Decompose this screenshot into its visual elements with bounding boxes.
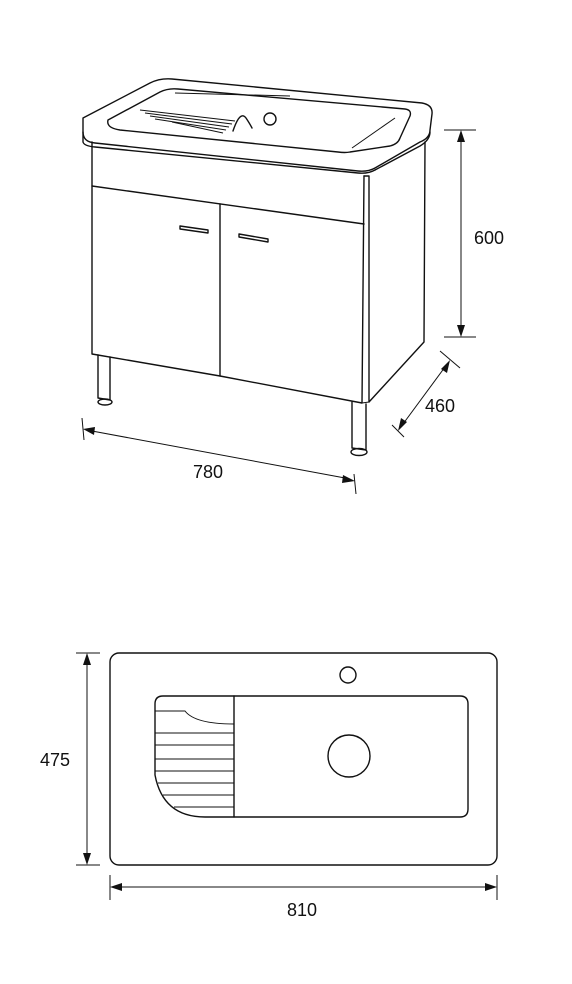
basin-width-label: 810 xyxy=(287,900,317,920)
drain-hole xyxy=(327,734,371,778)
basin-top-view-outline xyxy=(109,652,498,866)
dimension-basin-width: 810 xyxy=(109,875,498,920)
faucet-spout xyxy=(232,115,253,132)
basin-top-view: 475 810 xyxy=(40,652,498,920)
dimension-basin-depth: 475 xyxy=(40,652,100,866)
cabinet-leg-front-left xyxy=(97,354,113,406)
basin-top-outline xyxy=(82,78,433,172)
top-view-bowl xyxy=(154,695,469,818)
depth-label: 460 xyxy=(425,396,455,416)
cabinet-front xyxy=(91,141,365,404)
top-view-tap-hole xyxy=(339,666,357,684)
top-view-washboard-ribs xyxy=(155,710,235,808)
door-handle-left xyxy=(179,225,209,234)
basin-inner-edge xyxy=(351,117,396,149)
dimension-depth: 460 xyxy=(391,350,461,438)
door-handle-right xyxy=(238,233,269,243)
tap-hole xyxy=(263,112,277,126)
basin-inner-bowl xyxy=(107,88,412,154)
cabinet-perspective-view: 600 460 780 xyxy=(81,78,504,495)
basin-front-rim xyxy=(82,131,376,174)
dimension-height: 600 xyxy=(444,129,504,338)
cabinet-width-label: 780 xyxy=(193,462,223,482)
basin-depth-label: 475 xyxy=(40,750,70,770)
cabinet-leg-front-right xyxy=(350,401,368,457)
cabinet-bottom-corner xyxy=(361,401,370,404)
basin-side-rim xyxy=(374,131,431,171)
basin-washboard-ribs xyxy=(139,92,291,134)
dimension-cabinet-width: 780 xyxy=(81,417,357,495)
cabinet-top-panel-line xyxy=(91,185,365,225)
cabinet-side xyxy=(363,141,426,403)
height-label: 600 xyxy=(474,228,504,248)
